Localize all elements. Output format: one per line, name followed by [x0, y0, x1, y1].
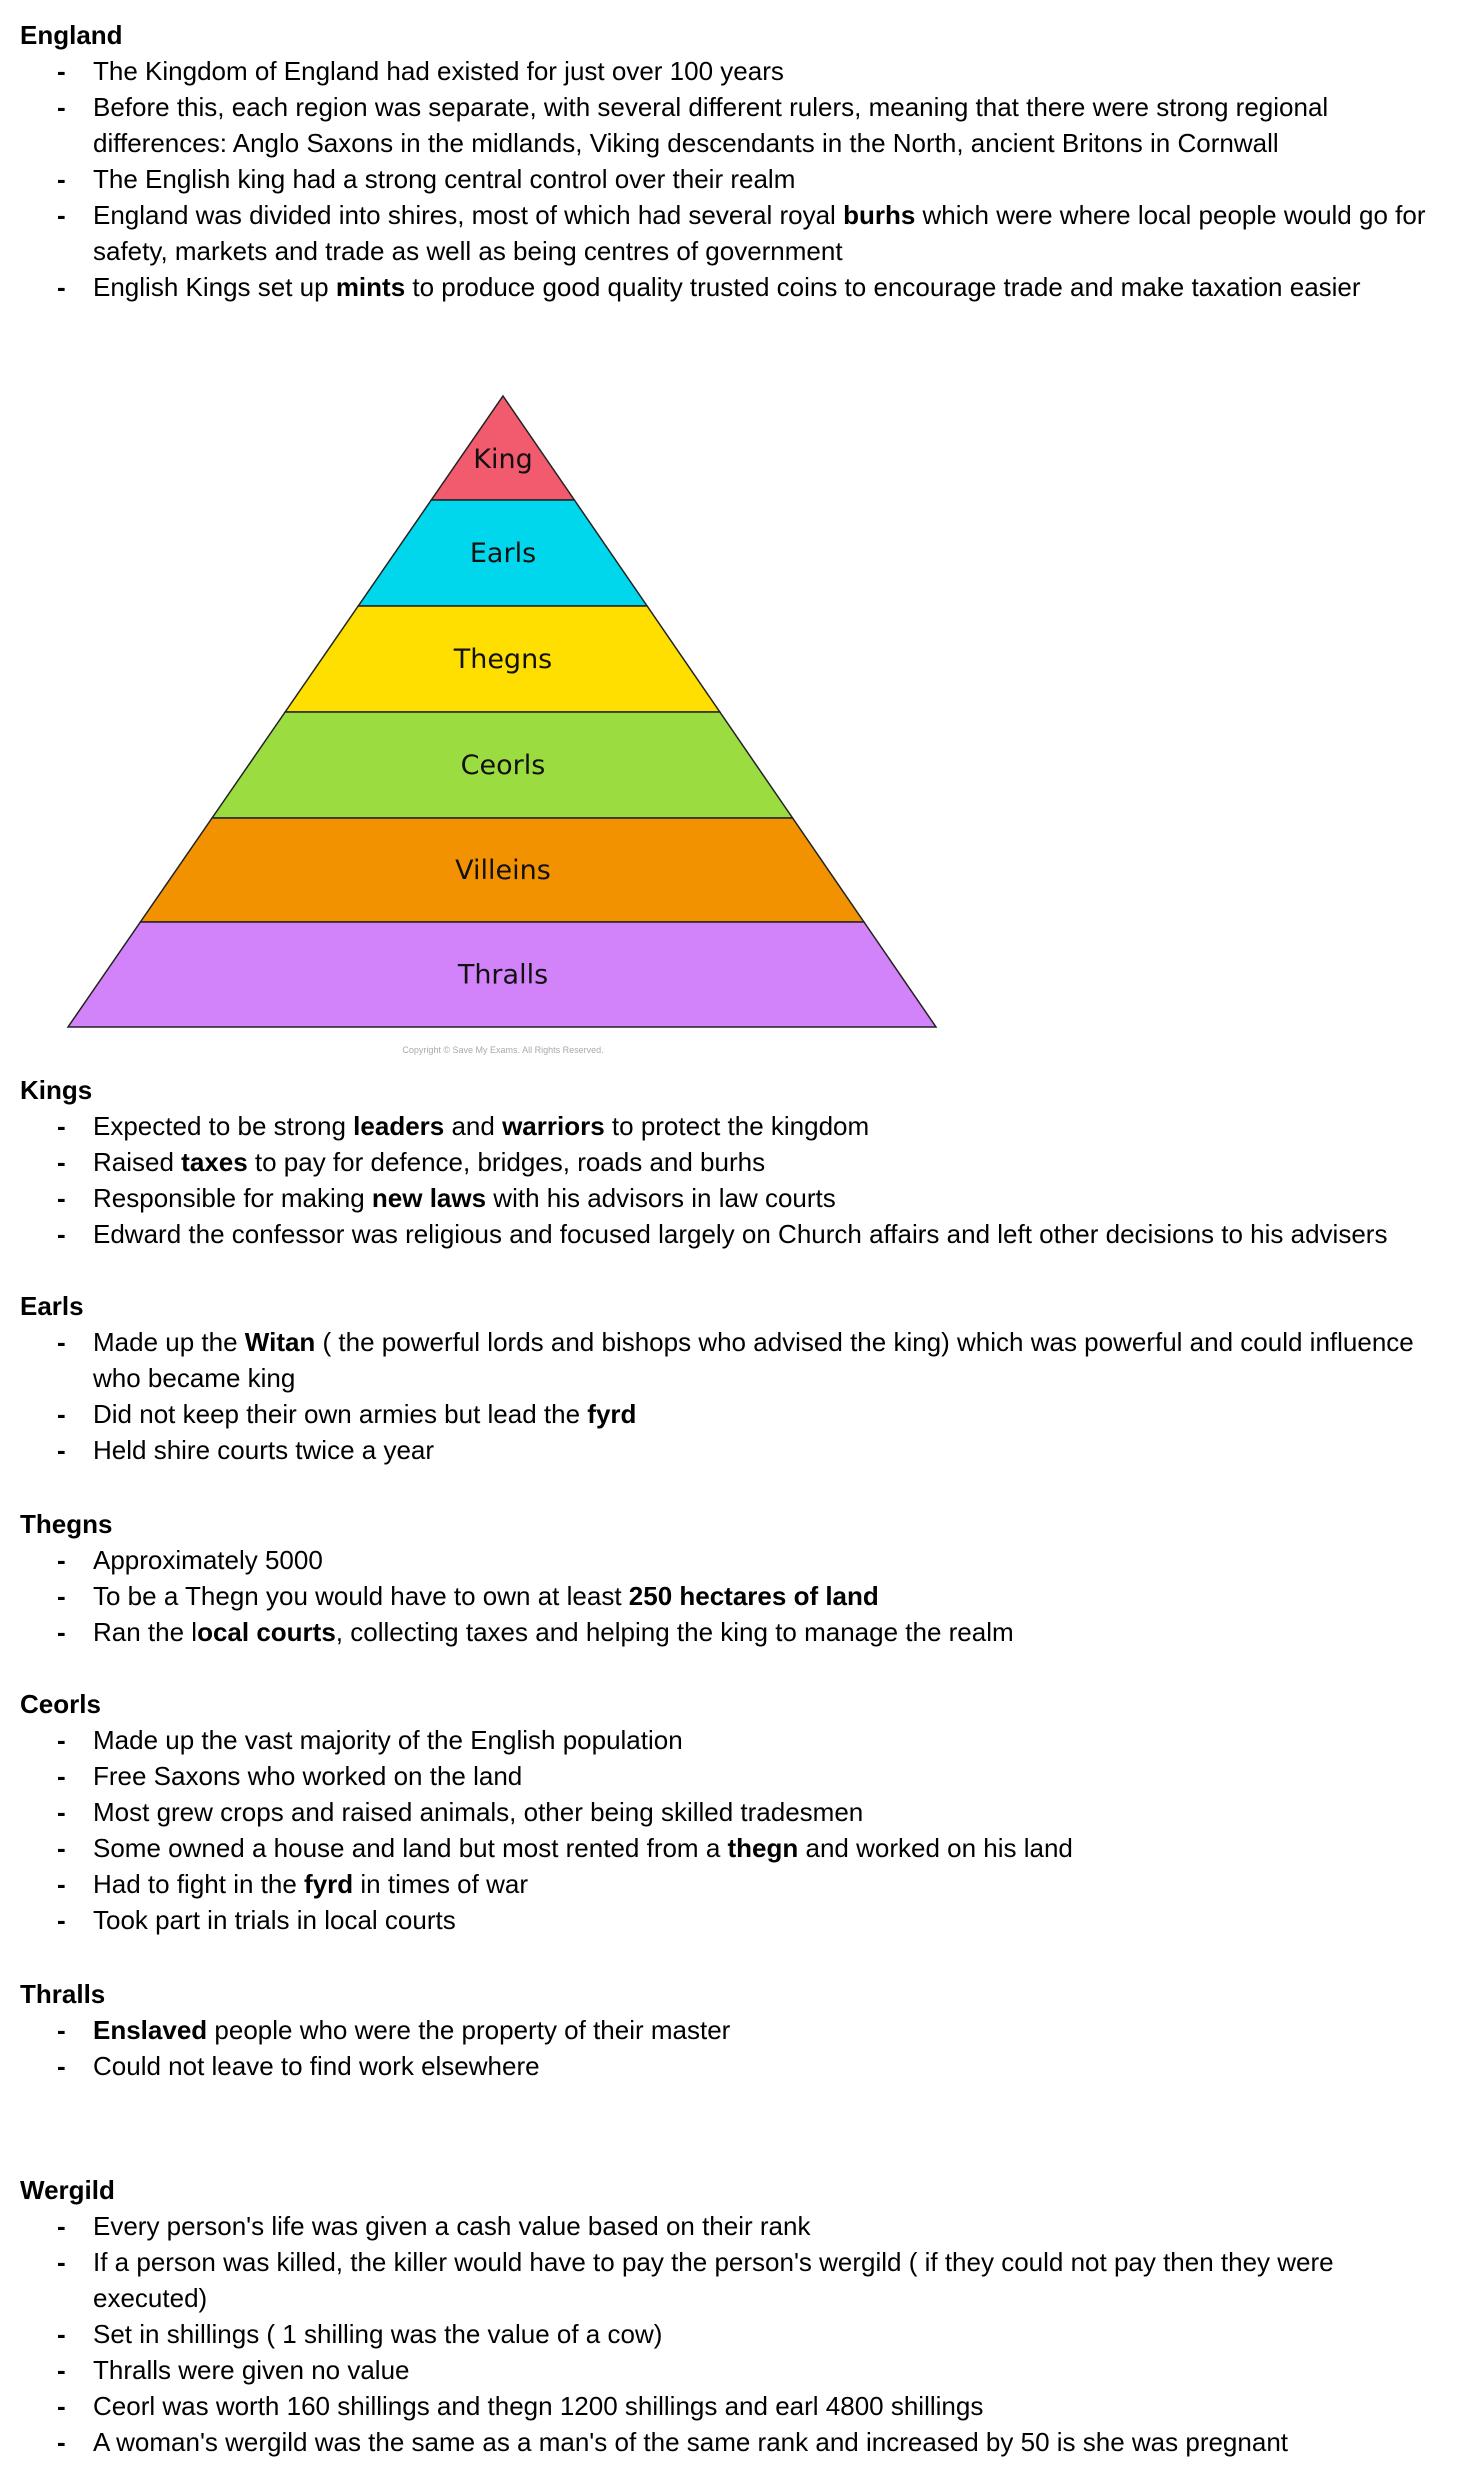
- list-item: Some owned a house and land but most ren…: [20, 1830, 1445, 1866]
- pyramid-tier-label: Earls: [470, 538, 536, 569]
- list-item: Thralls were given no value: [20, 2352, 1445, 2388]
- key-term: thegn: [727, 1833, 799, 1863]
- bullet-list: Approximately 5000To be a Thegn you woul…: [20, 1542, 1445, 1650]
- list-item: Set in shillings ( 1 shilling was the va…: [20, 2316, 1445, 2352]
- pyramid-tier-label: Villeins: [455, 855, 551, 886]
- bullet-list: The Kingdom of England had existed for j…: [20, 53, 1445, 305]
- section-heading: Thralls: [20, 1979, 106, 2009]
- list-item: Held shire courts twice a year: [20, 1432, 1445, 1468]
- section-heading: Ceorls: [20, 1689, 101, 1719]
- list-item: A woman's wergild was the same as a man'…: [20, 2424, 1445, 2460]
- section-thegns: Thegns Approximately 5000To be a Thegn y…: [20, 1506, 1445, 1650]
- list-item: Ceorl was worth 160 shillings and thegn …: [20, 2388, 1445, 2424]
- list-item: Approximately 5000: [20, 1542, 1445, 1578]
- key-term: fyrd: [587, 1399, 637, 1429]
- list-item: Could not leave to find work elsewhere: [20, 2048, 1445, 2084]
- section-england: England The Kingdom of England had exist…: [20, 17, 1445, 305]
- key-term: fyrd: [304, 1869, 354, 1899]
- section-thralls: Thralls Enslaved people who were the pro…: [20, 1976, 1445, 2084]
- list-item: Free Saxons who worked on the land: [20, 1758, 1445, 1794]
- list-item: The English king had a strong central co…: [20, 161, 1445, 197]
- list-item: Enslaved people who were the property of…: [20, 2012, 1445, 2048]
- key-term: mints: [335, 272, 406, 302]
- bullet-list: Expected to be strong leaders and warrio…: [20, 1108, 1445, 1252]
- list-item: Made up the vast majority of the English…: [20, 1722, 1445, 1758]
- section-kings: Kings Expected to be strong leaders and …: [20, 1072, 1445, 1252]
- list-item: The Kingdom of England had existed for j…: [20, 53, 1445, 89]
- list-item: England was divided into shires, most of…: [20, 197, 1445, 269]
- list-item: Did not keep their own armies but lead t…: [20, 1396, 1445, 1432]
- list-item: Ran the local courts, collecting taxes a…: [20, 1614, 1445, 1650]
- key-term: Witan: [244, 1327, 316, 1357]
- bullet-list: Enslaved people who were the property of…: [20, 2012, 1445, 2084]
- bullet-list: Made up the vast majority of the English…: [20, 1722, 1445, 1938]
- bullet-list: Made up the Witan ( the powerful lords a…: [20, 1324, 1445, 1468]
- list-item: Made up the Witan ( the powerful lords a…: [20, 1324, 1445, 1396]
- list-item: Had to fight in the fyrd in times of war: [20, 1866, 1445, 1902]
- list-item: To be a Thegn you would have to own at l…: [20, 1578, 1445, 1614]
- pyramid-tier-label: Ceorls: [461, 750, 546, 781]
- bullet-list: Every person's life was given a cash val…: [20, 2208, 1445, 2460]
- list-item: Responsible for making new laws with his…: [20, 1180, 1445, 1216]
- list-item: Expected to be strong leaders and warrio…: [20, 1108, 1445, 1144]
- list-item: If a person was killed, the killer would…: [20, 2244, 1445, 2316]
- list-item: Raised taxes to pay for defence, bridges…: [20, 1144, 1445, 1180]
- section-heading: Wergild: [20, 2175, 115, 2205]
- section-earls: Earls Made up the Witan ( the powerful l…: [20, 1288, 1445, 1468]
- list-item: Took part in trials in local courts: [20, 1902, 1445, 1938]
- pyramid-tier-label: Thralls: [457, 960, 548, 991]
- section-heading: Kings: [20, 1075, 93, 1105]
- key-term: Enslaved: [93, 2015, 208, 2045]
- copyright-notice: Copyright © Save My Exams. All Rights Re…: [402, 1045, 603, 1055]
- list-item: Every person's life was given a cash val…: [20, 2208, 1445, 2244]
- section-ceorls: Ceorls Made up the vast majority of the …: [20, 1686, 1445, 1938]
- key-term: warriors: [502, 1111, 605, 1141]
- social-hierarchy-pyramid: KingEarlsThegnsCeorlsVilleinsThrallsCopy…: [66, 394, 938, 1055]
- list-item: Most grew crops and raised animals, othe…: [20, 1794, 1445, 1830]
- section-heading: England: [20, 20, 123, 50]
- pyramid-tier-label: Thegns: [453, 644, 553, 675]
- key-term: ocal courts: [197, 1617, 336, 1647]
- section-heading: Earls: [20, 1291, 84, 1321]
- key-term: new laws: [371, 1183, 487, 1213]
- list-item: Edward the confessor was religious and f…: [20, 1216, 1445, 1252]
- key-term: 250 hectares of land: [628, 1581, 879, 1611]
- pyramid-tier-label: King: [473, 444, 532, 475]
- list-item: English Kings set up mints to produce go…: [20, 269, 1445, 305]
- key-term: leaders: [353, 1111, 445, 1141]
- list-item: Before this, each region was separate, w…: [20, 89, 1445, 161]
- section-heading: Thegns: [20, 1509, 113, 1539]
- section-wergild: Wergild Every person's life was given a …: [20, 2172, 1445, 2460]
- key-term: burhs: [843, 200, 916, 230]
- key-term: taxes: [181, 1147, 248, 1177]
- pyramid-tier-thralls: [66, 921, 938, 1028]
